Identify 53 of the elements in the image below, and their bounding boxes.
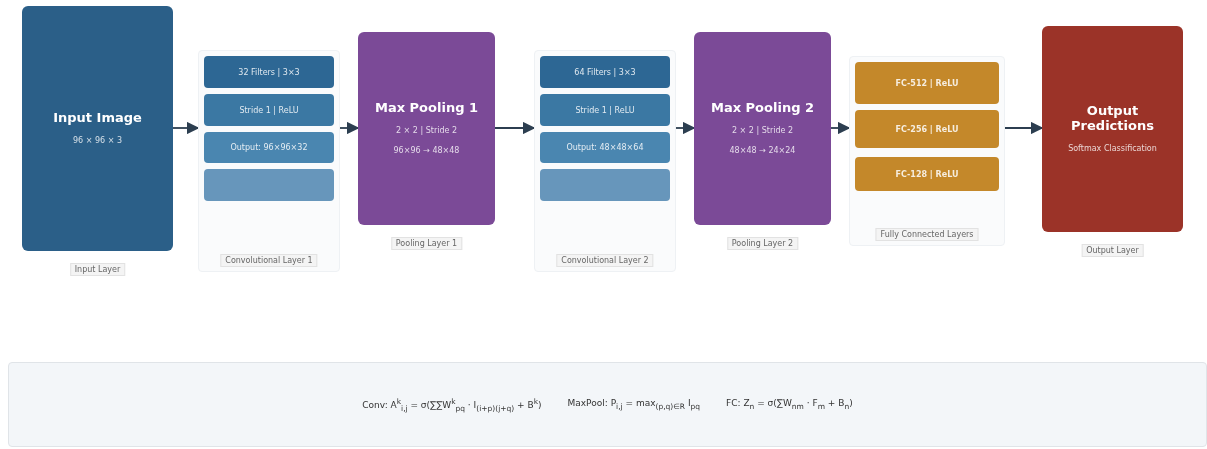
row-text: Stride 1 | ReLU [239, 105, 299, 115]
layer-title: Max Pooling 1 [374, 101, 479, 116]
layer-box [694, 32, 831, 225]
layer-row [540, 56, 670, 88]
layer-row [540, 94, 670, 126]
row-text: FC-128 | ReLU [895, 169, 959, 179]
layer-detail: 2 × 2 | Stride 2 [731, 125, 794, 136]
formula-text: FC: Z$_{n}$ = σ(∑W$_{nm}$ · F$_{m}$ + B$_{n}$) [726, 398, 853, 411]
layer-caption: Convolutional Layer 1 [220, 254, 318, 267]
row-text: Output: 48×48×64 [566, 143, 644, 152]
empty-row [204, 169, 334, 201]
layer-box [22, 6, 173, 251]
layer-panel [198, 50, 340, 272]
empty-row [540, 169, 670, 201]
row-text: Stride 1 | ReLU [575, 105, 635, 115]
layer-title: Output Predictions [1070, 104, 1155, 134]
row-text: 64 Filters | 3×3 [574, 67, 636, 77]
arrow [339, 121, 360, 135]
layer-detail: 2 × 2 | Stride 2 [395, 125, 458, 136]
arrow [494, 121, 536, 135]
row-text: FC-256 | ReLU [895, 124, 959, 134]
layer-caption: Pooling Layer 2 [726, 237, 799, 250]
row-text: FC-512 | ReLU [895, 78, 959, 88]
layer-caption: Output Layer [1081, 244, 1144, 257]
layer-box [1042, 26, 1183, 232]
layer-caption: Input Layer [69, 263, 126, 276]
arrow [172, 121, 200, 135]
formula-text: MaxPool: P$_{i,j}$ = max$_{(p,q)∈R}$ I$_{pq}$ [567, 398, 701, 411]
layer-detail: 96×96 → 48×48 [393, 145, 460, 156]
layer-row [855, 110, 999, 148]
row-text: Output: 96×96×32 [230, 143, 308, 152]
arrow [1004, 121, 1044, 135]
layer-title: Input Image [53, 111, 142, 126]
layer-panel [849, 56, 1005, 246]
formula-text: Conv: A$^{k}$$_{i,j}$ = σ(∑∑W$^{k}$$_{pq}$ · I$_{(i+p)(j+q)}$ + B$^{k}$) [362, 396, 542, 413]
row-text: 32 Filters | 3×3 [238, 67, 300, 77]
layer-caption: Fully Connected Layers [875, 228, 979, 241]
arrow [830, 121, 851, 135]
layer-caption: Pooling Layer 1 [390, 237, 463, 250]
arrow [675, 121, 696, 135]
layer-title: Max Pooling 2 [710, 101, 815, 116]
layer-detail: 96 × 96 × 3 [73, 135, 122, 146]
layer-row [204, 56, 334, 88]
layer-detail: 48×48 → 24×24 [729, 145, 796, 156]
layer-row [855, 157, 999, 191]
layer-row [204, 94, 334, 126]
layer-row [204, 132, 334, 163]
layer-detail: Softmax Classification [1068, 143, 1157, 154]
layer-row [540, 132, 670, 163]
layer-box [358, 32, 495, 225]
layer-panel [534, 50, 676, 272]
layer-row [855, 62, 999, 104]
layer-caption: Convolutional Layer 2 [556, 254, 654, 267]
